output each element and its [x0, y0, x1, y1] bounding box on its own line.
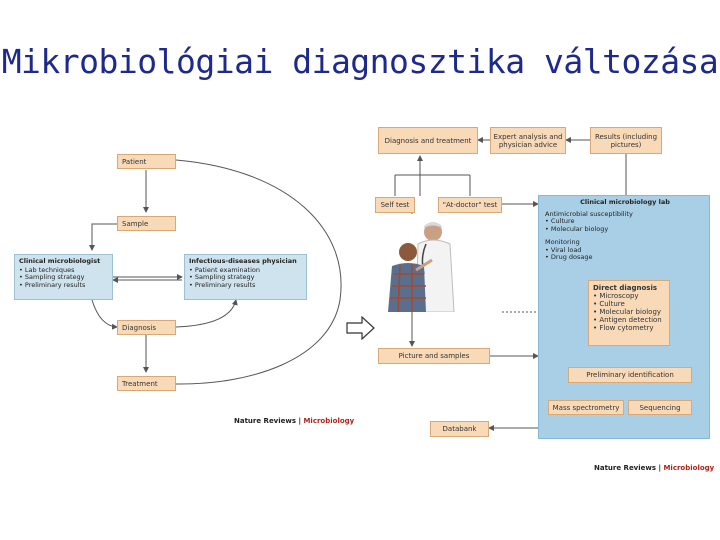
diagnosis-box: Diagnosis	[117, 320, 176, 335]
lab-heading: Clinical microbiology lab	[580, 198, 670, 206]
antimicrobial-item: • Culture	[545, 217, 575, 225]
id-physician-item: • Patient examination	[189, 265, 261, 274]
clinical-microbiologist-heading: Clinical microbiologist	[19, 257, 101, 265]
sequencing-box: Sequencing	[628, 400, 692, 415]
treatment-box: Treatment	[117, 376, 176, 391]
self-test-box: Self test	[375, 197, 415, 213]
antimicrobial-label: Antimicrobial susceptibility	[545, 209, 633, 218]
mass-spectrometry-box: Mass spectrometry	[548, 400, 624, 415]
results-box: Results (including pictures)	[590, 127, 662, 154]
transition-arrow-icon	[346, 316, 375, 340]
nature-reviews-label: Nature Reviews	[234, 417, 297, 425]
sample-box: Sample	[117, 216, 176, 231]
at-doctor-test-box: "At-doctor" test	[438, 197, 502, 213]
clinical-microbiologist-item: • Preliminary results	[19, 280, 86, 289]
picture-samples-box: Picture and samples	[378, 348, 490, 364]
monitoring-item: • Viral load	[545, 245, 582, 254]
page-title: Mikrobiológiai diagnosztika változása	[1, 42, 719, 81]
monitoring-item: • Drug dosage	[545, 253, 593, 261]
id-physician-panel: Infectious-diseases physician • Patient …	[184, 254, 307, 300]
direct-diagnosis-item: • Molecular biology	[593, 308, 662, 316]
diagnosis-treatment-box: Diagnosis and treatment	[378, 127, 478, 154]
expert-analysis-box: Expert analysis and physician advice	[490, 127, 566, 154]
clinical-microbiologist-panel: Clinical microbiologist • Lab techniques…	[14, 254, 113, 300]
preliminary-identification-box: Preliminary identification	[568, 367, 692, 383]
id-physician-heading: Infectious-diseases physician	[189, 257, 297, 265]
microbiology-label: Microbiology	[303, 417, 355, 425]
direct-diagnosis-item: • Culture	[593, 300, 625, 308]
direct-diagnosis-box: Direct diagnosis • Microscopy • Culture …	[588, 280, 670, 346]
patient-box: Patient	[117, 154, 176, 169]
nature-reviews-credit-right: Nature Reviews | Microbiology	[594, 464, 715, 472]
direct-diagnosis-item: • Flow cytometry	[593, 324, 654, 332]
clinical-microbiologist-item: • Lab techniques	[19, 265, 75, 274]
doctor-patient-photo	[386, 214, 466, 312]
nature-reviews-label: Nature Reviews	[594, 464, 657, 472]
nature-reviews-credit-left: Nature Reviews | Microbiology	[234, 417, 355, 425]
databank-box: Databank	[430, 421, 489, 437]
direct-diagnosis-item: • Microscopy	[593, 292, 639, 300]
monitoring-label: Monitoring	[545, 238, 580, 246]
clinical-microbiologist-item: • Sampling strategy	[19, 273, 85, 281]
direct-diagnosis-item: • Antigen detection	[593, 316, 662, 324]
lab-text-block: Clinical microbiology lab Antimicrobial …	[545, 198, 705, 262]
id-physician-item: • Sampling strategy	[189, 273, 255, 281]
antimicrobial-item: • Molecular biology	[545, 224, 609, 233]
microbiology-label: Microbiology	[663, 464, 715, 472]
id-physician-item: • Preliminary results	[189, 280, 256, 289]
direct-diagnosis-heading: Direct diagnosis	[593, 284, 658, 292]
